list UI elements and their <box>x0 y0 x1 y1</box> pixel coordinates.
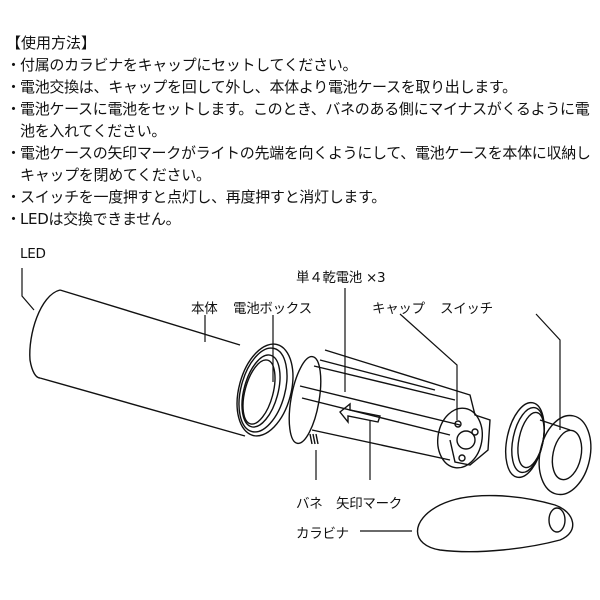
label-carabiner: カラビナ <box>296 526 349 542</box>
switch-button <box>551 429 583 481</box>
arrow-mark-icon <box>339 402 381 424</box>
instruction-item: ・スイッチを一度押すと点灯し、再度押すと消灯します。 <box>6 188 387 206</box>
label-switch: スイッチ <box>440 301 493 317</box>
usage-instructions: 【使用方法】 ・付属のカラビナをキャップにセットしてください。 ・電池交換は、キ… <box>6 32 596 230</box>
label-spring: バネ <box>296 496 323 512</box>
carabiner <box>416 494 574 553</box>
cap <box>505 401 592 496</box>
instruction-item: ・電池ケースの矢印マークがライトの先端を向くようにして、電池ケースを本体に収納し… <box>6 144 591 184</box>
label-led: LED <box>20 246 46 262</box>
label-battery-box: 電池ボックス <box>233 301 312 317</box>
instruction-item: ・付属のカラビナをキャップにセットしてください。 <box>6 56 358 74</box>
battery-box <box>288 349 491 469</box>
spring-icon <box>309 433 319 445</box>
instruction-item: ・LEDは交換できません。 <box>6 210 181 228</box>
instructions-title: 【使用方法】 <box>6 34 97 52</box>
instruction-item: ・電池ケースに電池をセットします。このとき、バネのある側にマイナスがくるように電… <box>6 100 590 140</box>
label-body: 本体 <box>191 301 218 317</box>
instructions-list: ・付属のカラビナをキャップにセットしてください。 ・電池交換は、キャップを回して… <box>6 54 596 230</box>
flashlight-exploded-diagram: LED 本体 電池ボックス 単４乾電池 ×3 キャップ スイッチ バネ 矢印マー… <box>0 240 600 600</box>
label-cap: キャップ <box>372 301 425 317</box>
flashlight-body <box>29 289 294 437</box>
label-arrow-mark: 矢印マーク <box>336 496 402 512</box>
instruction-item: ・電池交換は、キャップを回して外し、本体より電池ケースを取り出します。 <box>6 78 517 96</box>
leader-lines <box>21 268 561 532</box>
label-batteries: 単４乾電池 ×3 <box>296 270 386 286</box>
flashlight-illustration <box>21 268 592 553</box>
